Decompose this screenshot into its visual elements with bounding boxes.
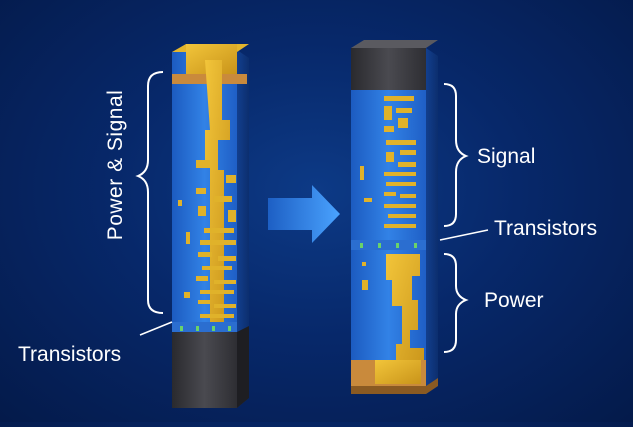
power-and-signal-label: Power & Signal: [104, 89, 127, 241]
left-transistors-label: Transistors: [18, 343, 122, 366]
right-silicon-top: [351, 48, 426, 90]
power-bracket: [443, 253, 469, 353]
right-arrow-icon: [268, 185, 340, 243]
right-pillar: [351, 40, 438, 394]
left-silicon-base: [172, 332, 237, 408]
left-gold-trunk: [205, 60, 230, 330]
right-pillar-side: [426, 48, 438, 394]
left-pillar-side: [237, 50, 249, 408]
left-bracket: [135, 71, 164, 314]
power-label: Power: [484, 289, 544, 312]
left-transistor-fins: [180, 326, 231, 331]
right-power-gold-pads: [362, 262, 368, 290]
right-transistors-label: Transistors: [494, 217, 598, 240]
right-transistor-fins: [360, 243, 417, 248]
left-transistor-layer: [172, 322, 237, 332]
left-gold-pads: [178, 160, 236, 318]
right-power-gold-trunk: [386, 254, 424, 376]
left-transistors-leader: [139, 321, 173, 336]
left-pillar: [172, 44, 249, 408]
signal-bracket: [443, 83, 469, 227]
right-signal-gold: [360, 96, 416, 228]
right-transistor-layer: [351, 240, 426, 250]
signal-label: Signal: [477, 145, 536, 168]
right-transistors-leader: [439, 229, 489, 241]
